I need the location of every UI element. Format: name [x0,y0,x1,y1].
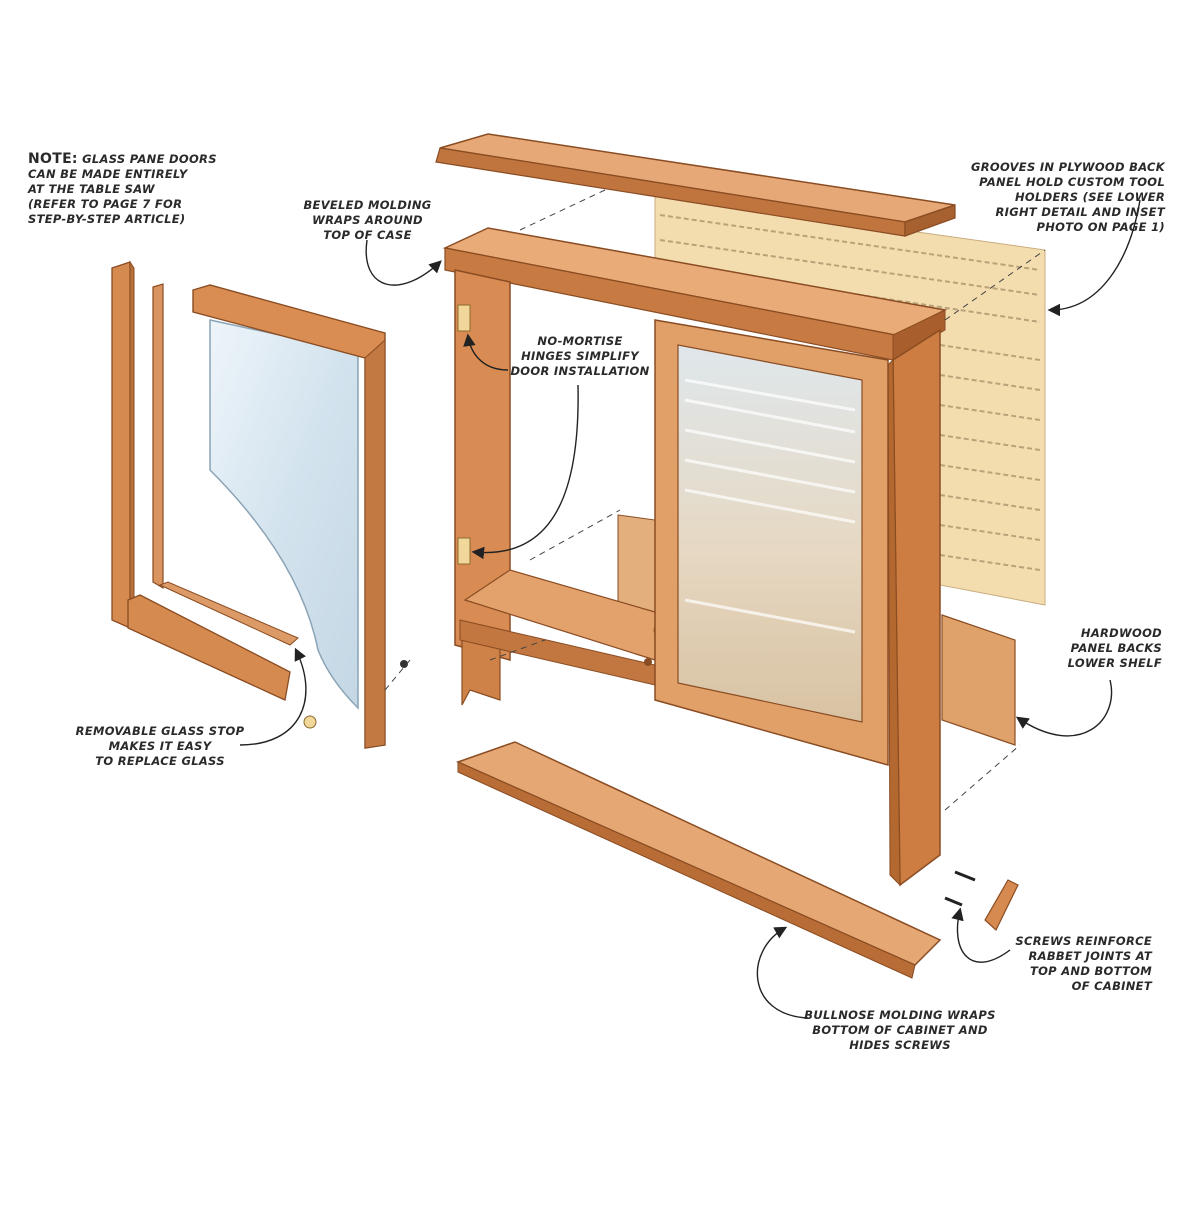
hardwood-panel-label: HARDWOOD PANEL BACKS LOWER SHELF [1030,626,1162,671]
grooves-line-5: PHOTO ON PAGE 1) [1036,220,1165,234]
grooves-line-3: HOLDERS (SEE LOWER [1014,190,1165,204]
beveled-line-1: BEVELED MOLDING [303,198,432,212]
bullnose-line-1: BULLNOSE MOLDING WRAPS [804,1008,996,1022]
glass-stop-line-3: TO REPLACE GLASS [95,754,225,768]
glass-stop-line-2: MAKES IT EASY [108,739,212,753]
glass-stop-label: REMOVABLE GLASS STOP MAKES IT EASY TO RE… [65,724,255,769]
glass-pane [209,319,359,710]
screws-line-1: SCREWS REINFORCE [1015,934,1152,948]
callout-leaders [239,199,1141,1019]
cabinet-case [442,227,948,887]
screw-dot [644,658,652,666]
note-line-1: GLASS PANE DOORS [82,152,217,166]
beveled-line-3: TOP OF CASE [323,228,412,242]
top-molding-board [435,133,956,237]
hinge-top [457,304,471,332]
hardwood-line-2: PANEL BACKS [1070,641,1162,655]
note-label: NOTE: GLASS PANE DOORS CAN BE MADE ENTIR… [28,152,217,227]
glass-door-exploded [111,260,408,749]
screws-line-3: TOP AND BOTTOM [1029,964,1152,978]
bullnose-label: BULLNOSE MOLDING WRAPS BOTTOM OF CABINET… [800,1008,1000,1053]
cabinet-screws [944,870,976,907]
hinges-label: NO-MORTISE HINGES SIMPLIFY DOOR INSTALLA… [505,334,655,379]
hinges-line-3: DOOR INSTALLATION [510,364,650,378]
small-molding-piece [984,879,1019,931]
bullnose-line-3: HIDES SCREWS [849,1038,951,1052]
hinges-line-2: HINGES SIMPLIFY [521,349,639,363]
grooves-line-1: GROOVES IN PLYWOOD BACK [970,160,1165,174]
bullnose-line-2: BOTTOM OF CABINET AND [812,1023,988,1037]
note-line-3: AT THE TABLE SAW [28,182,155,196]
bullnose-molding [455,741,1019,979]
screw [400,660,408,668]
note-line-2: CAN BE MADE ENTIRELY [28,167,188,181]
hardwood-line-3: LOWER SHELF [1067,656,1162,670]
beveled-line-2: WRAPS AROUND [312,213,423,227]
alignment-lines [384,189,1046,811]
hinge-bottom [457,537,471,565]
note-line-4: (REFER TO PAGE 7 FOR [28,197,183,211]
cabinet-door [654,319,889,766]
glass-stop-clip [303,715,317,729]
note-head: NOTE: [28,151,78,167]
beveled-molding-label: BEVELED MOLDING WRAPS AROUND TOP OF CASE [300,198,435,243]
screws-label: SCREWS REINFORCE RABBET JOINTS AT TOP AN… [1000,934,1152,994]
hinges-line-1: NO-MORTISE [537,334,623,348]
glass-stop-line-1: REMOVABLE GLASS STOP [75,724,245,738]
screws-line-4: OF CABINET [1071,979,1152,993]
grooves-line-2: PANEL HOLD CUSTOM TOOL [979,175,1165,189]
grooves-line-4: RIGHT DETAIL AND INSET [995,205,1165,219]
note-line-5: STEP-BY-STEP ARTICLE) [28,212,186,226]
grooves-label: GROOVES IN PLYWOOD BACK PANEL HOLD CUSTO… [935,160,1165,235]
hardwood-line-1: HARDWOOD [1080,626,1162,640]
screws-line-2: RABBET JOINTS AT [1028,949,1152,963]
